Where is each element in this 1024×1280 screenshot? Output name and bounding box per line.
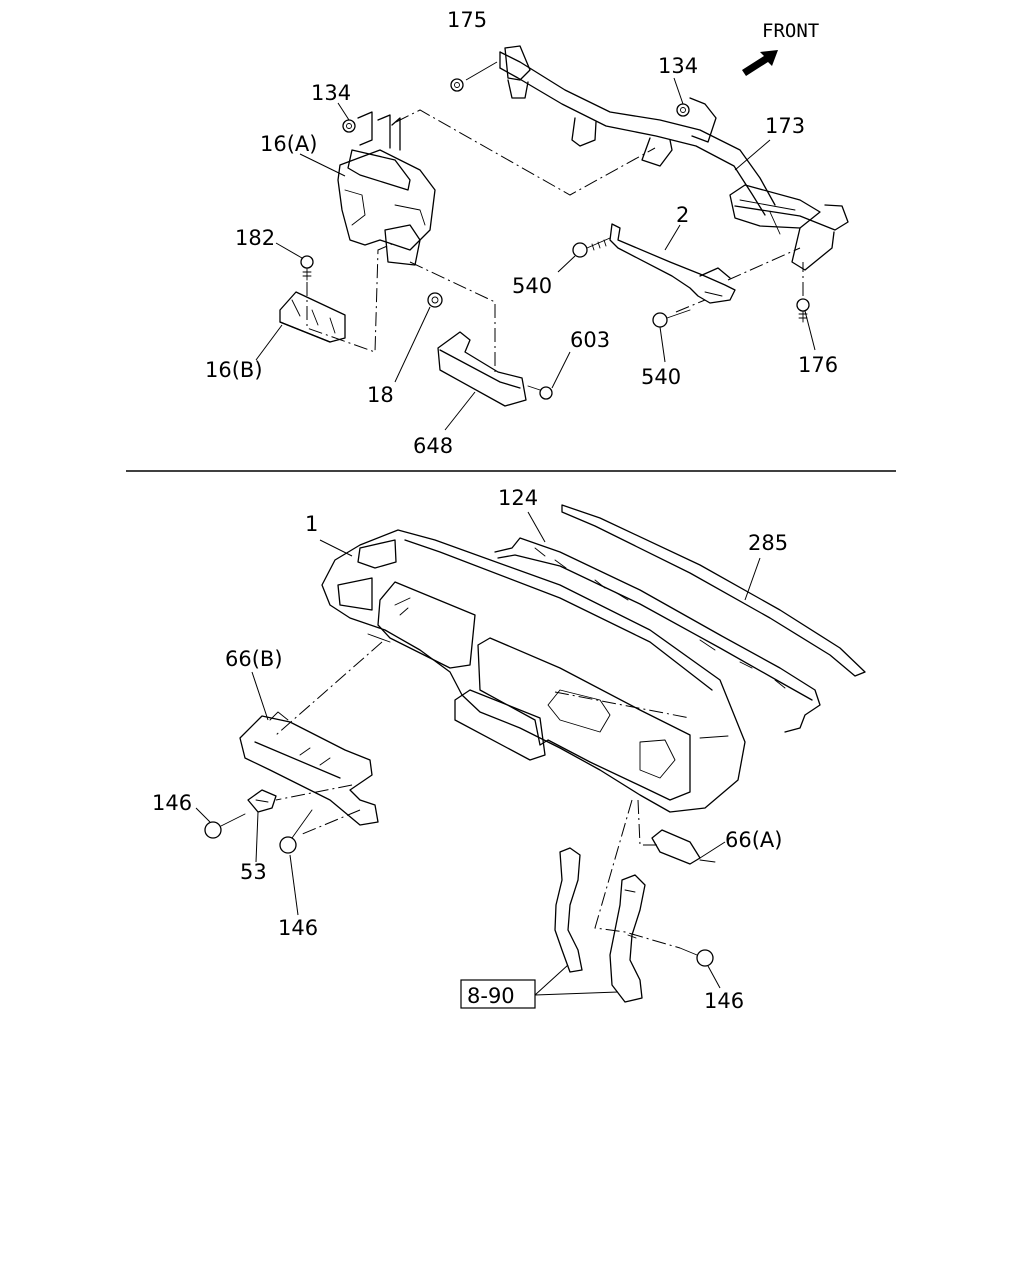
callout-124: 124 bbox=[498, 486, 538, 510]
callout-173: 173 bbox=[765, 114, 805, 138]
callout-182: 182 bbox=[235, 226, 275, 250]
callout-285: 285 bbox=[748, 531, 788, 555]
fastener-bolt-540-lower bbox=[652, 309, 691, 328]
callout-2: 2 bbox=[676, 203, 689, 227]
callout-540-upper: 540 bbox=[512, 274, 552, 298]
fastener-nut-134-left bbox=[342, 119, 356, 133]
bracket-8-90-left bbox=[554, 847, 583, 973]
clip-53 bbox=[247, 789, 277, 813]
fastener-bolt-176 bbox=[796, 298, 810, 323]
callout-66b: 66(B) bbox=[225, 647, 283, 671]
bracket-16a bbox=[337, 111, 436, 266]
front-arrow-icon bbox=[742, 50, 778, 76]
instrument-panel-1 bbox=[321, 529, 746, 813]
bracket-66b bbox=[239, 711, 379, 826]
upper-assembly bbox=[255, 45, 849, 431]
callout-146-left: 146 bbox=[152, 791, 192, 815]
callout-134-left: 134 bbox=[311, 81, 351, 105]
reference-box-8-90 bbox=[460, 979, 536, 1009]
callout-18: 18 bbox=[367, 383, 394, 407]
seal-strip-285 bbox=[561, 504, 866, 677]
callout-134-right: 134 bbox=[658, 54, 698, 78]
bracket-8-90-right bbox=[609, 874, 646, 1003]
callout-648: 648 bbox=[413, 434, 453, 458]
callout-146-bottom: 146 bbox=[278, 916, 318, 940]
fastener-screw-146-bottom bbox=[279, 809, 313, 854]
callout-175: 175 bbox=[447, 8, 487, 32]
fastener-bolt-540-upper bbox=[572, 237, 611, 258]
bracket-66a bbox=[651, 829, 716, 865]
callout-66a: 66(A) bbox=[725, 828, 782, 852]
lower-assembly bbox=[195, 504, 866, 1003]
callout-53: 53 bbox=[240, 860, 267, 884]
fastener-bolt-18 bbox=[427, 292, 443, 308]
cross-car-beam-173 bbox=[499, 45, 849, 271]
bracket-16b bbox=[279, 291, 346, 343]
callout-16b: 16(B) bbox=[205, 358, 263, 382]
fastener-nut-134-right bbox=[676, 103, 690, 117]
fastener-screw-146-right bbox=[679, 947, 714, 967]
cover-648 bbox=[437, 331, 527, 407]
fastener-screw-603 bbox=[527, 385, 553, 400]
fastener-screw-146-left bbox=[204, 813, 246, 839]
callout-1: 1 bbox=[305, 512, 318, 536]
defroster-grille-124 bbox=[494, 537, 821, 733]
callout-540-lower: 540 bbox=[641, 365, 681, 389]
front-direction-label: FRONT bbox=[762, 20, 819, 42]
callout-16a: 16(A) bbox=[260, 132, 317, 156]
fastener-bolt-182 bbox=[300, 255, 314, 281]
fastener-nut-175 bbox=[450, 78, 464, 92]
callout-146-right: 146 bbox=[704, 989, 744, 1013]
bracket-2 bbox=[609, 223, 736, 304]
callout-603: 603 bbox=[570, 328, 610, 352]
callout-8-90[interactable]: 8-90 bbox=[467, 984, 515, 1008]
callout-176: 176 bbox=[798, 353, 838, 377]
